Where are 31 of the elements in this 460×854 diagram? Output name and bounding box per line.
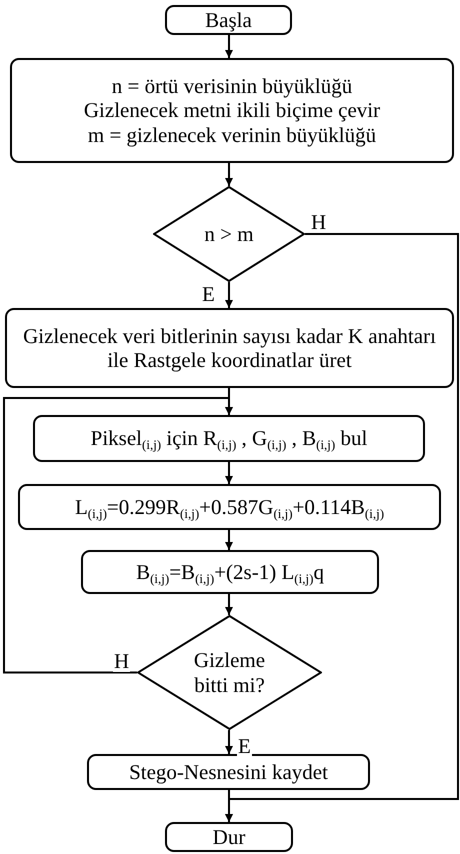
step-text: Gizlenecek veri bitlerinin sayısı kadar K anahtarı ile Rastgele koordinatlar üret	[22, 324, 437, 372]
step-text: Stego-Nesnesini kaydet	[129, 760, 328, 784]
step-text: B$_{(i,j)}$=B$_{(i,j)}$+(2s-1) L$_{(i,j)}$q	[136, 560, 324, 584]
arrow	[225, 282, 233, 308]
arrow	[225, 233, 459, 822]
process-box	[81, 550, 379, 594]
process-box	[87, 754, 370, 790]
edge-label: H	[113, 651, 130, 672]
process-box	[5, 308, 454, 388]
condition-text: n > m	[204, 222, 254, 246]
arrow	[225, 530, 233, 550]
process-box	[33, 415, 425, 462]
process-box	[10, 58, 454, 163]
step-text: m = gizlenecek verinin büyüklüğü	[88, 122, 376, 147]
step-text: Başla	[205, 8, 252, 32]
process-box	[18, 484, 441, 530]
arrow	[225, 594, 233, 615]
arrow	[225, 35, 233, 58]
arrow	[225, 163, 233, 186]
step-text: Dur	[212, 824, 246, 850]
edge-label: E	[237, 736, 252, 757]
condition-text: Gizleme bitti mi?	[192, 648, 266, 697]
terminal-box	[165, 822, 293, 852]
step-text: Gizlenecek metni ikili biçime çevir	[84, 98, 380, 123]
arrow	[225, 730, 233, 754]
step-text: L$_{(i,j)}$=0.299R$_{(i,j)}$+0.587G$_{(i,j)}$+0.114B$_{(i,j)}$	[74, 494, 384, 520]
step-text: n = örtü verisinin büyüklüğü	[112, 74, 352, 98]
terminal-box	[165, 5, 292, 35]
step-text: Piksel$_{(i,j)}$ için R$_{(i,j)}$ , G$_{(i,j)}$ , B$_{(i,j)}$ bul	[90, 426, 368, 451]
arrow	[225, 462, 233, 484]
arrow	[3, 397, 233, 674]
